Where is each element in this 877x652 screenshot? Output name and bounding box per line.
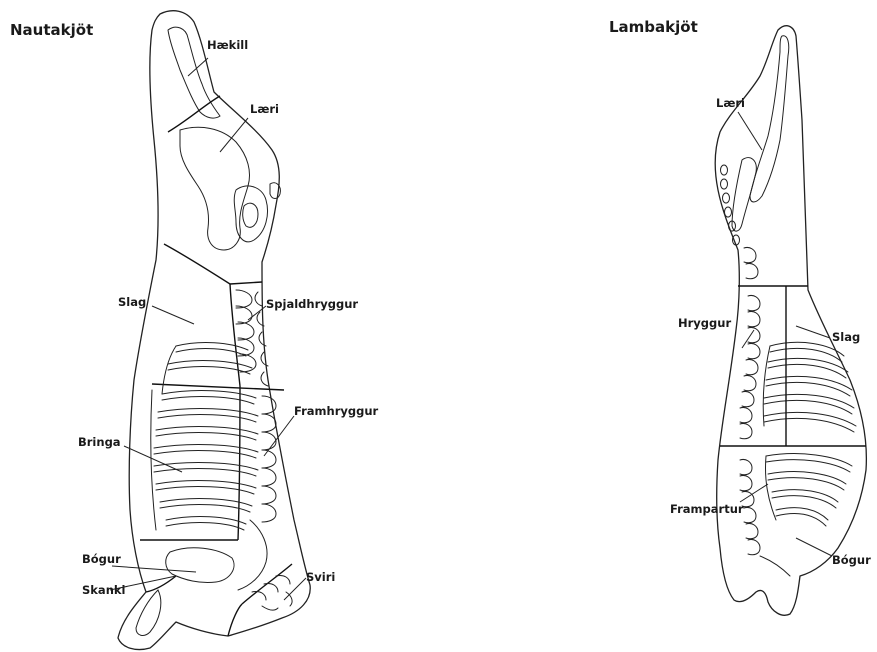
beef-label-haekill: Hækill <box>207 38 248 52</box>
beef-label-sviri: Sviri <box>306 570 335 584</box>
beef-title: Nautakjöt <box>10 21 93 39</box>
lamb-label-frampartur: Frampartur <box>670 502 744 516</box>
beef-carcass <box>110 11 310 650</box>
beef-outline <box>118 11 310 650</box>
beef-cut-shank <box>146 576 176 592</box>
beef-cut-loin-top <box>230 282 262 284</box>
lamb-pelvis <box>732 158 756 231</box>
beef-ribs <box>151 343 258 530</box>
beef-cut-chuck-left <box>238 386 240 540</box>
beef-hip-socket <box>234 186 267 242</box>
lamb-carcass <box>715 26 866 616</box>
lamb-leg-bone <box>750 36 789 202</box>
lamb-label-hryggur: Hryggur <box>678 316 731 330</box>
beef-hip-bone <box>180 127 250 250</box>
lamb-label-laeri: Læri <box>716 96 745 110</box>
beef-shoulder-bone <box>166 548 234 583</box>
beef-label-slag: Slag <box>118 295 146 309</box>
lamb-title: Lambakjöt <box>609 18 698 36</box>
beef-cut-loin-left <box>230 284 240 386</box>
beef-cut-rib-line <box>152 384 284 390</box>
beef-label-skanki: Skanki <box>82 583 125 597</box>
lamb-label-slag: Slag <box>832 330 860 344</box>
lamb-outline <box>715 26 866 616</box>
beef-label-spjaldhryggur: Spjaldhryggur <box>266 297 358 311</box>
beef-label-bogur: Bógur <box>82 552 121 566</box>
lamb-tail-vertebrae <box>721 165 740 245</box>
beef-label-bringa: Bringa <box>78 435 121 449</box>
beef-shank-bone <box>136 590 161 635</box>
lamb-label-bogur: Bógur <box>832 553 871 567</box>
beef-label-laeri: Læri <box>250 102 279 116</box>
lamb-ribs <box>763 342 856 526</box>
beef-vertebrae <box>236 290 276 522</box>
beef-label-framhryggur: Framhryggur <box>294 404 378 418</box>
